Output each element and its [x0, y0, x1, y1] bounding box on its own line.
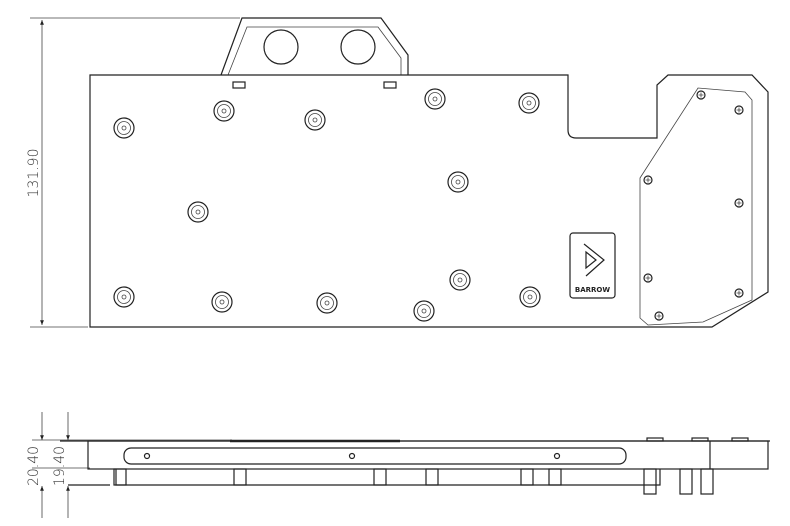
top-fitting [731, 437, 749, 442]
screw [113, 286, 135, 308]
standoff [373, 468, 387, 486]
dimension-body-height: 19.40 [52, 446, 68, 486]
barrow-logo: BARROW [569, 232, 616, 299]
port-left [263, 29, 299, 65]
standoff [520, 468, 534, 486]
cover-plate [639, 87, 753, 326]
screw [187, 201, 209, 223]
cover-screw [643, 175, 653, 185]
screw [213, 100, 235, 122]
cover-screw [696, 90, 706, 100]
standoff [233, 468, 247, 486]
top-fitting [646, 437, 664, 442]
cover-screw [734, 198, 744, 208]
screw [211, 291, 233, 313]
dimension-total-height: 20.40 [26, 446, 42, 486]
block-outline [89, 74, 769, 328]
cover-screws [643, 90, 744, 321]
standoff [113, 468, 127, 486]
screw [518, 92, 540, 114]
standoff [679, 468, 693, 495]
cover-screw [654, 311, 664, 321]
screw [424, 88, 446, 110]
screw [316, 292, 338, 314]
standoff [643, 468, 657, 495]
cover-screw [734, 288, 744, 298]
screw [304, 109, 326, 131]
top-view: BARROW 131.90 [26, 17, 769, 328]
top-fitting [691, 437, 709, 442]
logo-text: BARROW [575, 286, 610, 294]
cover-screw [643, 273, 653, 283]
screw [447, 171, 469, 193]
cover-screw [734, 105, 744, 115]
screw [449, 269, 471, 291]
screw [113, 117, 135, 139]
standoff [548, 468, 562, 486]
screws [113, 88, 541, 322]
side-view: 20.40 19.40 [26, 412, 770, 518]
standoff [700, 468, 714, 495]
screw [413, 300, 435, 322]
terminal-bracket [220, 17, 409, 76]
standoff [425, 468, 439, 486]
screw [519, 286, 541, 308]
port-right [340, 29, 376, 65]
dimension-height: 131.90 [26, 149, 42, 198]
